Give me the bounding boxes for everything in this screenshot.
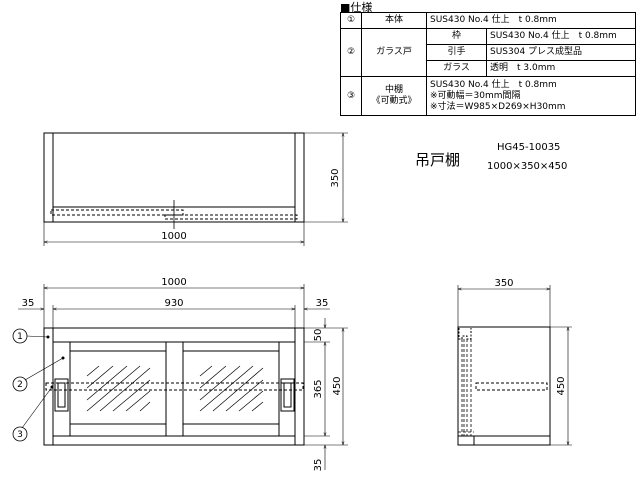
spec-line1: SUS430 No.4 仕上 t 0.8mm	[430, 79, 557, 90]
side-height-dim: 450	[556, 376, 567, 395]
table-row: ① 本体 SUS430 No.4 仕上 t 0.8mm	[340, 12, 636, 29]
shelf-hidden	[45, 382, 304, 391]
part-name: 中棚《可動式》	[361, 76, 427, 116]
side-view	[457, 285, 572, 446]
spec-title: ■仕様	[340, 1, 373, 14]
callout-1	[12, 328, 28, 344]
handle-right	[280, 378, 295, 412]
top-width-dim: 1000	[161, 231, 186, 242]
front-width-dim: 1000	[161, 277, 186, 288]
top-depth-dim: 350	[330, 168, 341, 187]
spec-line3: ※寸法＝W985×D269×H30mm	[430, 101, 566, 112]
front-inner-dim: 930	[164, 298, 183, 309]
front-height-dim: 450	[332, 376, 343, 395]
front-middle-dim: 365	[313, 379, 324, 398]
product-model: HG45-10035	[497, 142, 560, 153]
front-top-dim: 50	[313, 329, 324, 342]
spec-table: ① 本体 SUS430 No.4 仕上 t 0.8mm ② ガラス戸 枠 SUS…	[340, 12, 636, 116]
callout-1-label: 1	[17, 332, 23, 342]
table-row: ③ 中棚《可動式》 SUS430 No.4 仕上 t 0.8mm※可動幅＝30m…	[340, 76, 636, 116]
handle-left	[54, 378, 69, 412]
part-name: ガラス戸	[361, 28, 427, 77]
product-name: 吊戸棚	[415, 151, 460, 169]
shelf-hidden	[475, 382, 548, 391]
product-size: 1000×350×450	[487, 161, 567, 172]
glass-hatch	[86, 365, 264, 412]
part-name-line1: 中棚	[384, 85, 403, 95]
part-name-line2: 《可動式》	[371, 96, 417, 106]
callout-2-label: 2	[17, 380, 23, 390]
spec-line2: ※可動幅＝30mm間隔	[430, 90, 521, 101]
callout-3	[12, 426, 28, 442]
front-bottom-dim: 35	[313, 459, 324, 472]
callout-3-label: 3	[17, 430, 23, 440]
top-view	[43, 132, 348, 246]
front-left-side-dim: 35	[22, 298, 35, 309]
callout-2	[12, 376, 28, 392]
part-spec: SUS430 No.4 仕上 t 0.8mm※可動幅＝30mm間隔※寸法＝W98…	[426, 76, 636, 116]
front-view	[12, 284, 348, 470]
front-right-side-dim: 35	[316, 298, 329, 309]
side-depth-dim: 350	[494, 278, 513, 289]
